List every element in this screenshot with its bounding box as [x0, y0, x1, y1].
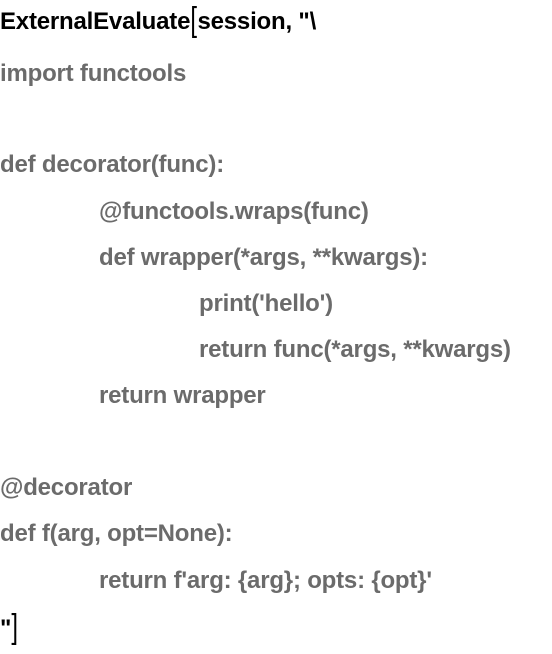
- code-line-call: ExternalEvaluate[session, "\: [0, 1, 317, 39]
- code-line-print: print('hello'): [199, 290, 333, 317]
- code-line-decorator-use: @decorator: [0, 474, 133, 501]
- code-line-def-f: def f(arg, opt=None):: [0, 520, 233, 547]
- open-bracket: [: [190, 1, 198, 39]
- code-line-def-wrapper: def wrapper(*args, **kwargs):: [99, 244, 428, 271]
- code-line-return-func: return func(*args, **kwargs): [199, 336, 511, 363]
- close-bracket: ]: [11, 608, 19, 646]
- code-line-return-wrapper: return wrapper: [99, 382, 266, 409]
- closing-quote: ": [0, 615, 12, 642]
- function-name: ExternalEvaluate: [0, 8, 191, 35]
- code-line-return-f: return f'arg: {arg}; opts: {opt}': [99, 567, 432, 594]
- code-line-import: import functools: [0, 60, 187, 87]
- call-arguments: session, "\: [197, 8, 317, 35]
- code-line-def-decorator: def decorator(func):: [0, 151, 225, 178]
- code-line-wraps: @functools.wraps(func): [99, 198, 369, 225]
- code-line-close: "]: [0, 608, 19, 646]
